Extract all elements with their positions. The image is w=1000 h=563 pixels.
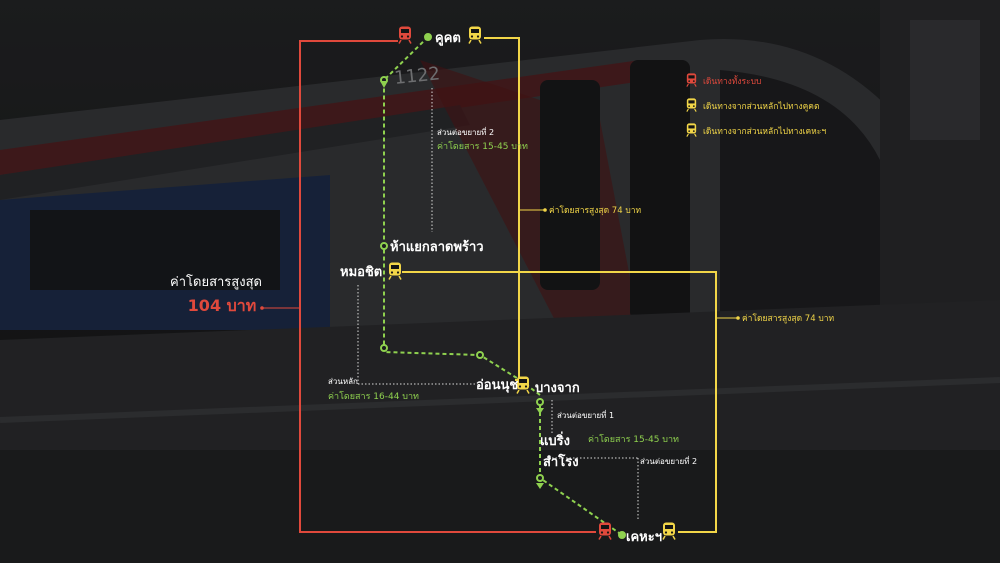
yellow-train-icon [686, 98, 697, 112]
yellow-train-icon [468, 26, 482, 44]
legend-item-to-kheha: เดินทางจากส่วนหลักไปทางเคหะฯ [703, 126, 826, 137]
station-kheha: เคหะฯ [626, 530, 662, 545]
station-samrong: สำโรง [543, 453, 579, 470]
red-train-icon [686, 73, 697, 87]
legend-item-to-khu-khot: เดินทางจากส่วนหลักไปทางคูคต [703, 101, 819, 112]
north-fare-bracket [484, 37, 520, 381]
red-train-icon [398, 26, 412, 44]
red-train-icon [598, 522, 612, 540]
legend-item-whole-system: เดินทางทั้งระบบ [703, 75, 761, 87]
extension-1-fare: ค่าโดยสาร 15-45 บาท [588, 434, 679, 445]
yellow-train-icon [686, 123, 697, 137]
extension-1-label: ส่วนต่อขยายที่ 1 [557, 409, 614, 420]
station-ha-yaek-lat-phrao: ห้าแยกลาดพร้าว [390, 239, 484, 255]
north-extension-fare: ค่าโดยสาร 15-45 บาท [437, 141, 528, 152]
whole-system-bracket [299, 40, 596, 533]
yellow-train-icon [388, 262, 402, 280]
north-extension-label: ส่วนต่อขยายที่ 2 [437, 126, 494, 137]
station-markers [380, 33, 626, 539]
legend: เดินทางทั้งระบบ เดินทางจากส่วนหลักไปทางค… [686, 73, 826, 137]
total-fare-label: ค่าโดยสารสูงสุด [170, 274, 262, 290]
main-section-label: ส่วนหลัก [328, 377, 358, 386]
yellow-train-icon [662, 522, 676, 540]
south-fare-bracket [402, 271, 717, 533]
yellow-train-icon [516, 376, 530, 394]
annotation-leaders [357, 88, 639, 520]
main-section-fare: ค่าโดยสาร 16-44 บาท [328, 391, 419, 402]
station-khu-khot: คูคต [435, 31, 461, 46]
north-max-fare: ค่าโดยสารสูงสุด 74 บาท [549, 205, 641, 216]
south-max-fare: ค่าโดยสารสูงสุด 74 บาท [742, 313, 834, 324]
green-line-route [383, 36, 623, 536]
total-fare-value: 104 บาท [188, 296, 257, 315]
south-extension-2-label: ส่วนต่อขยายที่ 2 [640, 455, 697, 466]
station-bearing: แบริ่ง [540, 431, 570, 449]
station-bang-chak: บางจาก [535, 381, 580, 396]
station-mo-chit: หมอชิต [340, 265, 382, 280]
station-on-nut: อ่อนนุช [476, 378, 518, 393]
background-train-number: 1122 [393, 63, 441, 89]
